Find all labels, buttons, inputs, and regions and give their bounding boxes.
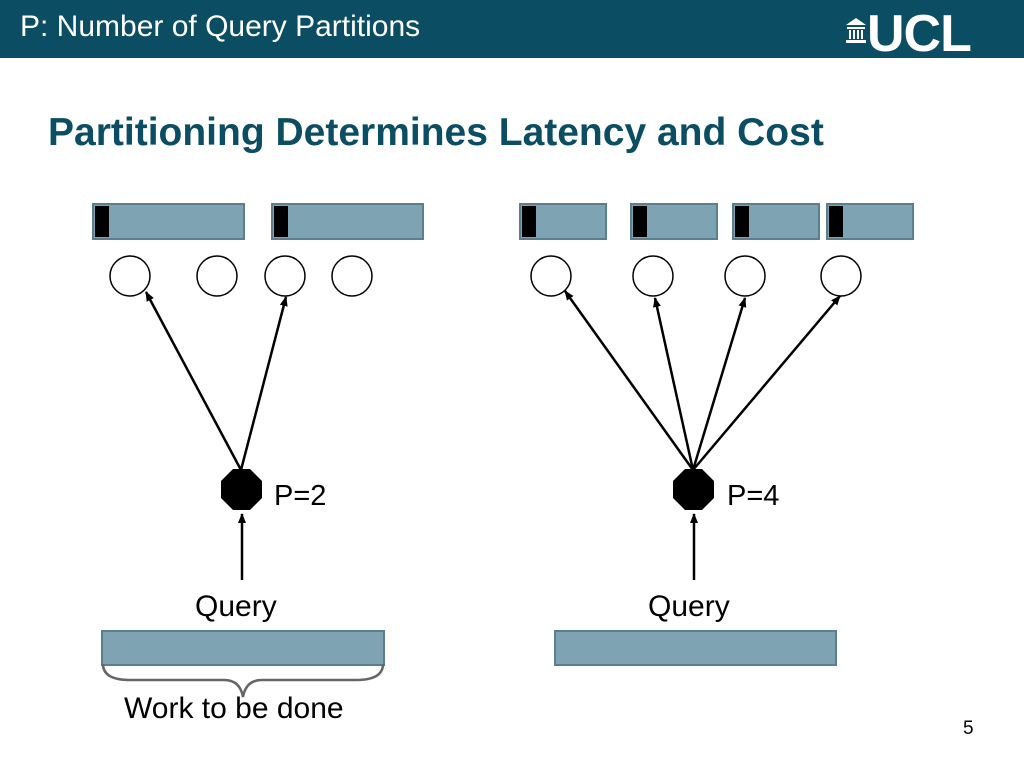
left-aggregator-node — [221, 469, 262, 510]
left-server-node-3 — [264, 255, 306, 297]
right-arrow-2 — [653, 297, 695, 471]
portico-icon — [846, 18, 866, 43]
right-work-bar — [554, 630, 837, 666]
page-title: Partitioning Determines Latency and Cost — [48, 111, 824, 154]
right-arrow-1 — [563, 290, 695, 471]
right-server-node-4 — [820, 255, 862, 297]
left-arrow-2 — [239, 296, 288, 471]
left-partition-bar-1 — [92, 203, 245, 240]
left-server-nodes — [109, 255, 373, 297]
right-server-node-3 — [724, 255, 766, 297]
right-arrow-3 — [691, 297, 747, 471]
right-query-label: Query — [648, 590, 730, 623]
left-server-node-1 — [109, 255, 151, 297]
ucl-logo: UCL — [843, 6, 993, 62]
left-server-node-2 — [196, 255, 238, 297]
header-title: P: Number of Query Partitions — [20, 10, 421, 43]
right-partition-bar-4 — [826, 203, 914, 240]
page-number: 5 — [963, 718, 974, 739]
left-server-node-4 — [331, 255, 373, 297]
left-work-bar — [101, 630, 385, 666]
right-partition-bar-3 — [732, 203, 820, 240]
left-arrow-1 — [144, 291, 243, 471]
work-to-be-done-label: Work to be done — [124, 692, 344, 725]
right-partition-bar-1 — [519, 203, 607, 240]
right-partition-count-label: P=4 — [727, 480, 780, 512]
right-aggregator-node — [673, 469, 714, 510]
header-bar: P: Number of Query Partitions UCL — [0, 0, 1024, 62]
left-query-label: Query — [195, 590, 277, 623]
right-arrow-4 — [692, 295, 841, 471]
left-partition-bar-2 — [271, 203, 424, 240]
right-partition-bar-2 — [630, 203, 718, 240]
right-partitions — [519, 203, 914, 240]
ucl-logo-text: UCL — [867, 5, 972, 63]
left-partitions — [92, 203, 424, 240]
left-partition-count-label: P=2 — [274, 480, 327, 512]
right-fanout-arrows — [563, 290, 841, 471]
right-server-node-1 — [530, 255, 572, 297]
left-fanout-arrows — [144, 291, 288, 471]
work-brace — [101, 663, 385, 698]
right-server-node-2 — [632, 255, 674, 297]
right-server-nodes — [530, 255, 862, 297]
